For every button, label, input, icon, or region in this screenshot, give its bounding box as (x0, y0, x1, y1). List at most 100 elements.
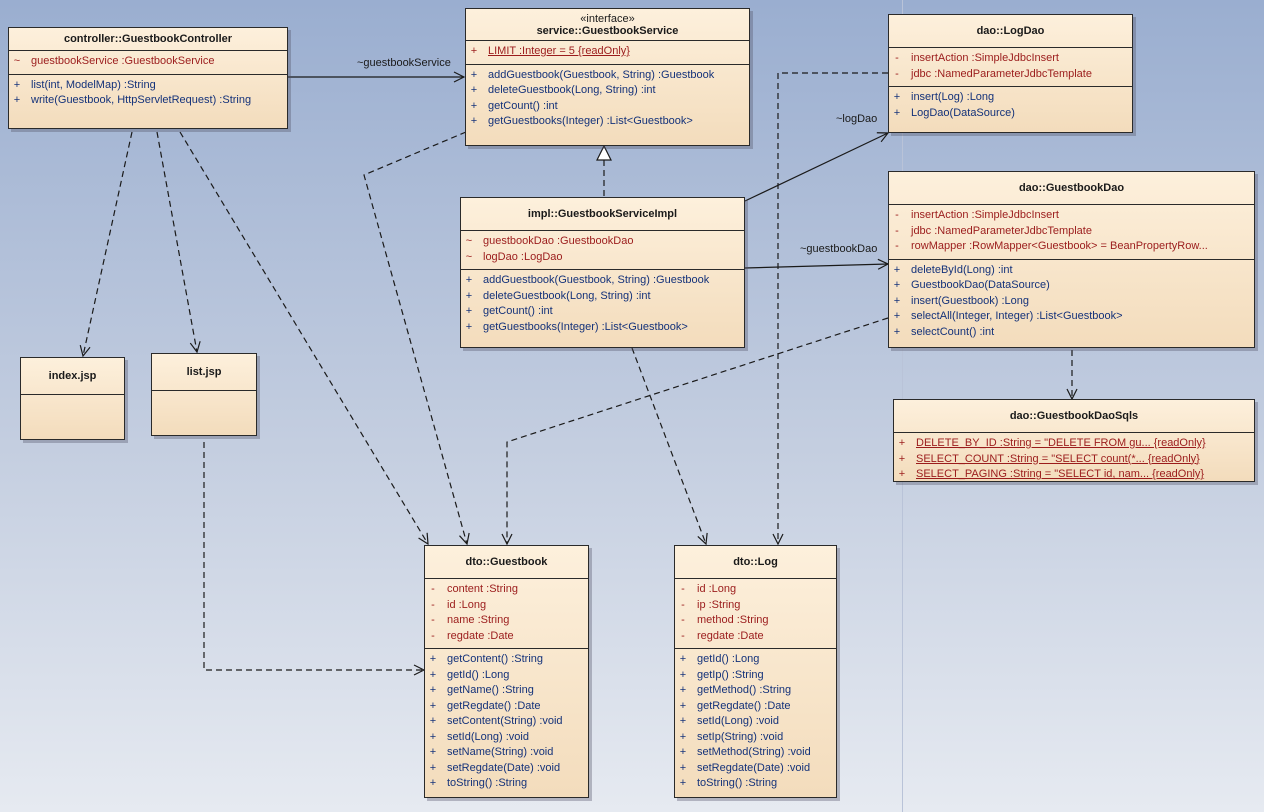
operation: +setRegdate(Date) :void (679, 761, 811, 774)
label-guestbook-dao: ~guestbookDao (800, 243, 878, 255)
class-name: dto::Guestbook (425, 546, 588, 579)
operation: +getGuestbooks(Integer) :List<Guestbook> (465, 320, 688, 333)
operation: +deleteGuestbook(Long, String) :int (470, 84, 656, 96)
operation: +getId() :Long (679, 653, 760, 665)
attribute: ~guestbookService :GuestbookService (13, 55, 215, 67)
operation: +getMethod() :String (679, 684, 792, 696)
operation-section: +insert(Log) :Long +LogDao(DataSource) (889, 87, 1132, 125)
attribute: -id :Long (431, 598, 487, 611)
operation: +addGuestbook(Guestbook, String) :Guestb… (465, 274, 710, 286)
class-guestbook-controller[interactable]: controller::GuestbookController ~guestbo… (8, 27, 288, 129)
operation-section: +addGuestbook(Guestbook, String) :Guestb… (466, 65, 749, 134)
attribute: -ip :String (681, 598, 741, 611)
class-name: «interface» service::GuestbookService (466, 9, 749, 41)
operation: +getRegdate() :Date (429, 699, 541, 712)
operation: +setId(Long) :void (679, 715, 779, 727)
dep-controller-index (83, 131, 133, 356)
attribute-section: -insertAction :SimpleJdbcInsert -jdbc :N… (889, 205, 1254, 260)
class-log-dao[interactable]: dao::LogDao -insertAction :SimpleJdbcIns… (888, 14, 1133, 133)
operation-section: +getId() :Long +getIp() :String +getMeth… (675, 649, 836, 796)
class-guestbook-service-impl[interactable]: impl::GuestbookServiceImpl ~guestbookDao… (460, 197, 745, 348)
attribute-section: ~guestbookDao :GuestbookDao ~logDao :Log… (461, 231, 744, 270)
operation: +LogDao(DataSource) (893, 106, 1015, 119)
class-name: index.jsp (21, 358, 124, 395)
attribute: -method :String (681, 614, 769, 626)
attribute: -jdbc :NamedParameterJdbcTemplate (895, 224, 1092, 237)
attribute: +SELECT_COUNT :String = "SELECT count(*.… (898, 452, 1200, 465)
operation-section: +list(int, ModelMap) :String +write(Gues… (9, 75, 287, 113)
attribute-section: ~guestbookService :GuestbookService (9, 51, 287, 75)
class-guestbook-dao-sqls[interactable]: dao::GuestbookDaoSqls +DELETE_BY_ID :Str… (893, 399, 1255, 482)
attribute-section: -id :Long -ip :String -method :String -r… (675, 579, 836, 649)
operation: +getRegdate() :Date (679, 699, 791, 712)
class-guestbook-dao[interactable]: dao::GuestbookDao -insertAction :SimpleJ… (888, 171, 1255, 348)
label-guestbook-service: ~guestbookService (357, 57, 451, 69)
class-dto-log[interactable]: dto::Log -id :Long -ip :String -method :… (674, 545, 837, 798)
attribute: +SELECT_PAGING :String = "SELECT id, nam… (898, 468, 1205, 480)
attribute-section: +DELETE_BY_ID :String = "DELETE FROM gu.… (894, 433, 1254, 487)
attribute: ~guestbookDao :GuestbookDao (465, 235, 634, 247)
operation: +setName(String) :void (429, 746, 554, 758)
operation: +getIp() :String (679, 668, 764, 681)
operation: +setRegdate(Date) :void (429, 761, 561, 774)
operation: +getCount() :int (465, 305, 553, 317)
operation: +setContent(String) :void (429, 715, 563, 727)
attribute: ~logDao :LogDao (465, 250, 563, 263)
attribute-section: -content :String -id :Long -name :String… (425, 579, 588, 649)
operation-section: +addGuestbook(Guestbook, String) :Guestb… (461, 270, 744, 339)
assoc-impl-guestbookdao (744, 264, 888, 268)
attribute: +LIMIT :Integer = 5 {readOnly} (470, 45, 630, 57)
attribute-section: +LIMIT :Integer = 5 {readOnly} (466, 41, 749, 65)
class-list-jsp[interactable]: list.jsp (151, 353, 257, 436)
class-dto-guestbook[interactable]: dto::Guestbook -content :String -id :Lon… (424, 545, 589, 798)
class-name: controller::GuestbookController (9, 28, 287, 51)
attribute: -id :Long (681, 583, 737, 595)
dep-service-guestbook (363, 131, 467, 544)
dep-impl-log (631, 347, 706, 544)
operation: +getName() :String (429, 684, 534, 696)
operation: +getId() :Long (429, 668, 510, 681)
operation: +selectAll(Integer, Integer) :List<Guest… (893, 310, 1123, 322)
dep-logdao-log (778, 72, 888, 544)
attribute-section: -insertAction :SimpleJdbcInsert -jdbc :N… (889, 48, 1132, 87)
operation-section: +getContent() :String +getId() :Long +ge… (425, 649, 588, 796)
dep-list-guestbook (203, 442, 424, 670)
operation: +toString() :String (429, 777, 528, 789)
class-name: dao::GuestbookDaoSqls (894, 400, 1254, 433)
attribute: -insertAction :SimpleJdbcInsert (895, 209, 1059, 221)
operation: +setMethod(String) :void (679, 746, 811, 758)
dep-controller-guestbook (179, 131, 428, 544)
attribute: -insertAction :SimpleJdbcInsert (895, 52, 1059, 64)
class-name: list.jsp (152, 354, 256, 391)
class-name: dao::LogDao (889, 15, 1132, 48)
attribute: -regdate :Date (431, 629, 514, 642)
operation: +write(Guestbook, HttpServletRequest) :S… (13, 94, 252, 106)
class-name: impl::GuestbookServiceImpl (461, 198, 744, 231)
class-name: dao::GuestbookDao (889, 172, 1254, 205)
class-index-jsp[interactable]: index.jsp (20, 357, 125, 440)
operation: +deleteGuestbook(Long, String) :int (465, 289, 651, 302)
operation: +insert(Log) :Long (893, 91, 995, 103)
operation: +toString() :String (679, 777, 778, 789)
operation: +getContent() :String (429, 653, 543, 665)
dep-controller-list (156, 131, 197, 352)
attribute: -rowMapper :RowMapper<Guestbook> = BeanP… (895, 240, 1208, 252)
operation: +getCount() :int (470, 99, 558, 112)
attribute: -regdate :Date (681, 629, 764, 642)
attribute: -content :String (431, 583, 518, 595)
operation: +setId(Long) :void (429, 730, 529, 743)
dep-guestbookdao-guestbook (507, 317, 889, 544)
stereotype: «interface» (580, 13, 635, 25)
operation: +setIp(String) :void (679, 730, 784, 743)
label-log-dao: ~logDao (836, 113, 878, 125)
operation: +deleteById(Long) :int (893, 263, 1013, 276)
attribute: -name :String (431, 614, 510, 626)
operation: +addGuestbook(Guestbook, String) :Guestb… (470, 68, 715, 81)
assoc-impl-logdao (744, 133, 888, 202)
operation: +getGuestbooks(Integer) :List<Guestbook> (470, 115, 693, 127)
operation-section: +deleteById(Long) :int +GuestbookDao(Dat… (889, 260, 1254, 345)
operation: +selectCount() :int (893, 325, 995, 338)
attribute: -jdbc :NamedParameterJdbcTemplate (895, 67, 1092, 80)
class-guestbook-service[interactable]: «interface» service::GuestbookService +L… (465, 8, 750, 146)
